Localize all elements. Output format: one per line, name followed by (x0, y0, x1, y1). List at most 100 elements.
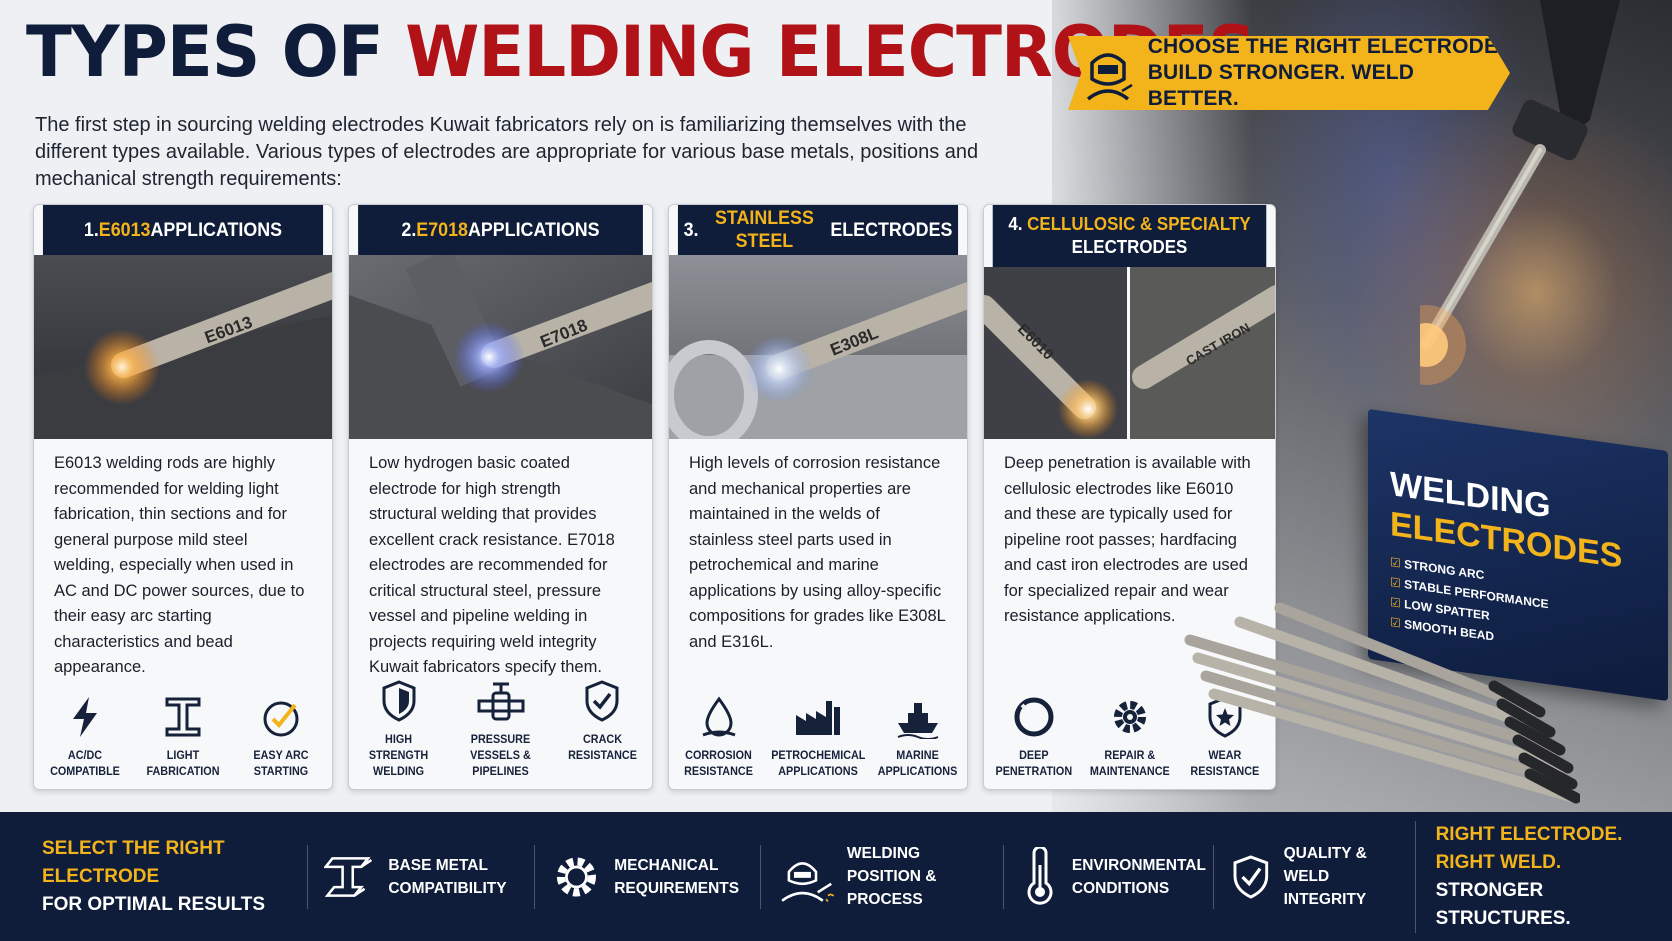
gear-icon (557, 856, 597, 897)
feature-pressure-vessels: PRESSURE VESSELS & PIPELINES (446, 679, 555, 779)
welder-icon (781, 861, 835, 902)
title-part-1: TYPES OF (26, 11, 406, 93)
bottom-item-welding-position: WELDING POSITION & PROCESS (760, 844, 1003, 909)
feature-label: CORROSION RESISTANCE (684, 748, 753, 778)
feature-wear-resistance: WEAR RESISTANCE (1177, 695, 1273, 779)
ship-icon (897, 703, 938, 739)
card-description: Low hydrogen basic coated electrode for … (369, 454, 615, 676)
bottom-item-label: QUALITY & WELD INTEGRITY (1283, 845, 1367, 908)
card-number: 4. (1008, 214, 1028, 234)
card-number: 2. (401, 219, 417, 241)
feature-corrosion-resistance: CORROSION RESISTANCE (671, 695, 766, 779)
electrode-rods-illustration (1184, 602, 1580, 804)
feature-label: LIGHT FABRICATION (146, 748, 220, 778)
card-highlight: E7018 (416, 219, 468, 241)
bottom-lead-line-1: SELECT THE RIGHT ELECTRODE (42, 837, 225, 887)
card-e6013: 1. E6013 APPLICATIONS E6013 E6013 weldin… (33, 204, 333, 790)
card-heading: 1. E6013 APPLICATIONS (42, 205, 324, 255)
card-feature-icons: AC/DC COMPATIBLE LIGHT FABRICATION EASY … (34, 695, 332, 779)
bottom-item-label: BASE METAL COMPATIBILITY (388, 856, 507, 897)
droplet-icon (701, 696, 736, 737)
feature-label: DEEP PENETRATION (995, 748, 1073, 778)
card-feature-icons: DEEP PENETRATION REPAIR & MAINTENANCE WE… (984, 695, 1275, 779)
feature-repair-maintenance: REPAIR & MAINTENANCE (1082, 695, 1178, 779)
feature-light-fabrication: LIGHT FABRICATION (135, 695, 231, 779)
intro-text: The first step in sourcing welding elect… (35, 114, 979, 190)
feature-label: MARINE APPLICATIONS (877, 748, 958, 778)
card-heading: 3. STAINLESS STEEL ELECTRODES (677, 205, 959, 255)
feature-label: WEAR RESISTANCE (1190, 748, 1260, 778)
feature-label: REPAIR & MAINTENANCE (1089, 748, 1170, 778)
lightning-icon (73, 697, 97, 737)
card-heading: 2. E7018 APPLICATIONS (358, 205, 643, 255)
factory-icon (796, 701, 840, 735)
card-heading-suffix: APPLICATIONS (150, 219, 283, 241)
feature-label: EASY ARC STARTING (253, 748, 309, 778)
card-number: 3. (683, 219, 699, 241)
card-feature-icons: CORROSION RESISTANCE PETROCHEMICAL APPLI… (669, 695, 967, 779)
bottom-item-label: ENVIRONMENTAL CONDITIONS (1071, 856, 1206, 897)
feature-petrochemical: PETROCHEMICAL APPLICATIONS (766, 695, 870, 779)
ring-icon (1014, 697, 1054, 737)
tagline-line-2: BUILD STRONGER. WELD BETTER. (1147, 61, 1415, 110)
feature-high-strength: HIGH STRENGTH WELDING (351, 679, 446, 779)
tagline-line-1: CHOOSE THE RIGHT ELECTRODE. (1147, 35, 1505, 58)
e7018-weld-photo: E7018 (349, 255, 652, 439)
card-heading: 4. CELLULOSIC & SPECIALTY ELECTRODES (992, 205, 1267, 267)
card-highlight: CELLULOSIC & SPECIALTY (1027, 214, 1251, 234)
card-e7018: 2. E7018 APPLICATIONS E7018 Low hydrogen… (348, 204, 653, 790)
page-title: TYPES OF WELDING ELECTRODES (26, 11, 1256, 93)
feature-label: CRACK RESISTANCE (568, 732, 637, 762)
feature-marine: MARINE APPLICATIONS (870, 695, 965, 779)
steel-beam-icon (323, 856, 372, 897)
feature-label: HIGH STRENGTH WELDING (368, 732, 429, 778)
bottom-item-environmental: ENVIRONMENTAL CONDITIONS (1002, 844, 1213, 909)
bottom-selection-bar: SELECT THE RIGHT ELECTRODE FOR OPTIMAL R… (0, 812, 1672, 941)
feature-deep-penetration: DEEP PENETRATION (986, 695, 1082, 779)
welding-torch-illustration (1420, 0, 1620, 385)
card-heading-suffix: APPLICATIONS (467, 219, 600, 241)
welder-mask-icon (1068, 36, 1148, 110)
card-description: High levels of corrosion resistance and … (689, 454, 946, 651)
shield-check-icon (1233, 854, 1269, 899)
bottom-item-base-metal: BASE METAL COMPATIBILITY (306, 844, 534, 909)
tagline-text: CHOOSE THE RIGHT ELECTRODE. BUILD STRONG… (1147, 35, 1510, 110)
card-description: E6013 welding rods are highly recommende… (54, 454, 305, 676)
card-heading-suffix: ELECTRODES (830, 219, 953, 241)
tagline-banner: CHOOSE THE RIGHT ELECTRODE. BUILD STRONG… (1068, 36, 1510, 110)
cellulosic-weld-photos: E6010 CAST IRON (984, 267, 1275, 439)
bottom-item-mechanical: MECHANICAL REQUIREMENTS (534, 844, 760, 909)
bottom-item-label: MECHANICAL REQUIREMENTS (614, 856, 740, 897)
card-feature-icons: HIGH STRENGTH WELDING PRESSURE VESSELS &… (349, 679, 652, 779)
closing-line-2: RIGHT WELD. (1435, 851, 1562, 873)
bottom-lead-line-2: FOR OPTIMAL RESULTS (42, 893, 266, 915)
bottom-item-label: WELDING POSITION & PROCESS (846, 845, 937, 908)
card-cellulosic-specialty: 4. CELLULOSIC & SPECIALTY ELECTRODES E60… (983, 204, 1276, 790)
card-description: Deep penetration is available with cellu… (1004, 454, 1251, 625)
feature-ac-dc: AC/DC COMPATIBLE (37, 695, 133, 779)
card-stainless-steel: 3. STAINLESS STEEL ELECTRODES E308L High… (668, 204, 968, 790)
i-beam-icon (165, 697, 201, 737)
bottom-closing-text: RIGHT ELECTRODE. RIGHT WELD. STRONGER ST… (1414, 820, 1672, 933)
feature-label: PRESSURE VESSELS & PIPELINES (470, 732, 531, 778)
feature-label: AC/DC COMPATIBLE (50, 748, 120, 778)
feature-crack-resistance: CRACK RESISTANCE (555, 679, 650, 779)
e6013-weld-photo: E6013 (34, 255, 332, 439)
valve-icon (477, 682, 524, 721)
closing-line-3: STRONGER STRUCTURES. (1435, 879, 1571, 929)
shield-check-icon (585, 680, 619, 722)
thermometer-icon (1027, 846, 1053, 905)
shield-icon (382, 680, 416, 722)
bottom-item-quality: QUALITY & WELD INTEGRITY (1212, 844, 1415, 909)
card-highlight: E6013 (98, 219, 151, 241)
stainless-pipe-weld-photo: E308L (669, 255, 967, 439)
shield-star-icon (1208, 696, 1242, 738)
card-number: 1. (83, 219, 99, 241)
gear-icon (1113, 701, 1146, 733)
card-heading-suffix: ELECTRODES (1071, 237, 1188, 257)
bottom-lead-text: SELECT THE RIGHT ELECTRODE FOR OPTIMAL R… (0, 835, 307, 919)
check-circle-icon (263, 701, 299, 737)
card-highlight: STAINLESS STEEL (714, 208, 814, 252)
feature-easy-arc: EASY ARC STARTING (233, 695, 329, 779)
